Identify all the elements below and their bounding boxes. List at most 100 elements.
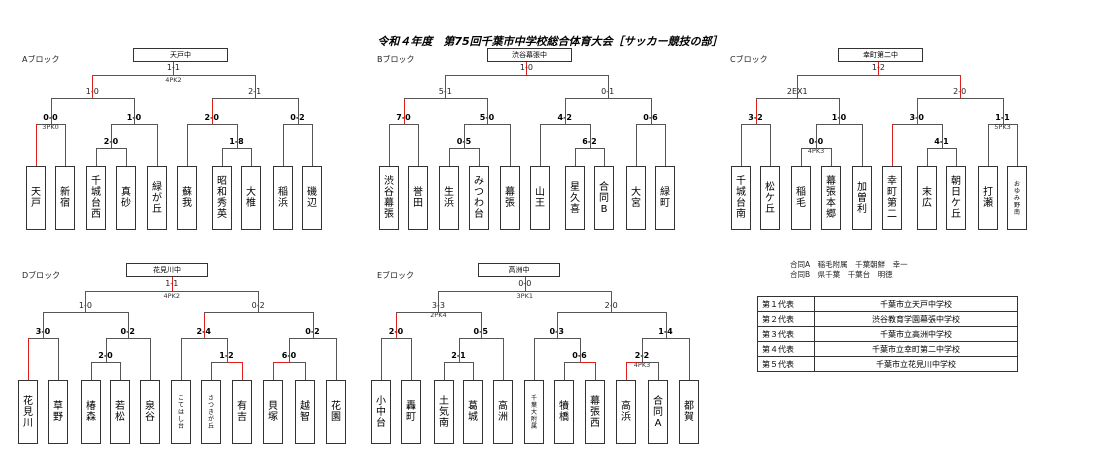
bracket-line xyxy=(105,338,150,339)
bracket-line xyxy=(43,312,44,338)
winner-path-b xyxy=(389,124,390,166)
bracket-line xyxy=(396,312,397,338)
bracket-line xyxy=(211,98,213,124)
bracket-line xyxy=(127,312,129,338)
r1-pk-e-3: 4PK3 xyxy=(633,361,651,369)
block-label-c: Cブロック xyxy=(730,55,768,64)
team-c-4: 幕 張 本 郷 xyxy=(821,166,841,230)
final-connector-e xyxy=(524,277,526,291)
team-e-6: 千 葉 大 附 属 xyxy=(524,380,544,444)
team-b-10: 緑 町 xyxy=(655,166,675,230)
bracket-line xyxy=(956,148,957,166)
final-connector-d xyxy=(171,277,173,291)
bracket-line xyxy=(289,362,305,363)
team-d-3: 椿 森 xyxy=(81,380,101,444)
final-score-b: 1-0 xyxy=(519,63,533,72)
team-b-1: 渋 谷 幕 張 xyxy=(379,166,399,230)
bracket-line xyxy=(579,362,595,363)
bracket-line xyxy=(411,338,412,380)
team-a-2: 新 宿 xyxy=(55,166,75,230)
team-d-2: 草 野 xyxy=(48,380,68,444)
representative-school: 千葉市立幸町第二中学校 xyxy=(814,341,1018,357)
bracket-line xyxy=(878,75,960,76)
representative-school: 千葉市立花見川中学校 xyxy=(814,356,1018,372)
bracket-line xyxy=(755,98,757,124)
bracket-line xyxy=(43,312,128,313)
bracket-line xyxy=(892,124,942,125)
bracket-line xyxy=(927,148,942,149)
bracket-line xyxy=(96,148,111,149)
bracket-line xyxy=(444,362,445,380)
block-winner-box-b: 渋谷幕張中 xyxy=(487,48,572,62)
bracket-line xyxy=(540,124,590,125)
bracket-line xyxy=(941,124,943,148)
bracket-line xyxy=(862,124,863,166)
bracket-line xyxy=(211,362,212,380)
bracket-line xyxy=(91,362,106,363)
final-score-d: 1-1 xyxy=(165,279,179,288)
team-d-6: こ て は し 台 xyxy=(171,380,191,444)
team-a-9: 稲 浜 xyxy=(273,166,293,230)
bracket-line xyxy=(458,338,460,362)
bracket-line xyxy=(626,362,642,363)
bracket-line xyxy=(575,148,590,149)
team-b-3: 生 浜 xyxy=(439,166,459,230)
team-a-3: 千 城 台 西 xyxy=(86,166,106,230)
bracket-line xyxy=(464,124,465,148)
bracket-line xyxy=(251,148,252,166)
bracket-line xyxy=(111,124,112,148)
team-a-5: 緑 が 丘 xyxy=(147,166,167,230)
bracket-line xyxy=(770,124,771,166)
bracket-line xyxy=(449,148,464,149)
team-d-4: 若 松 xyxy=(110,380,130,444)
block-label-a: Aブロック xyxy=(22,55,60,64)
team-c-2: 松 ケ 丘 xyxy=(760,166,780,230)
bracket-line xyxy=(458,338,503,339)
representative-rank: 第５代表 xyxy=(757,356,815,372)
block-winner-box-c: 幸町第二中 xyxy=(838,48,923,62)
representative-rank: 第４代表 xyxy=(757,341,815,357)
team-b-9: 大 宮 xyxy=(626,166,646,230)
block-winner-box-e: 高洲中 xyxy=(478,263,560,277)
team-e-5: 高 洲 xyxy=(493,380,513,444)
team-b-2: 誉 田 xyxy=(408,166,428,230)
bracket-line xyxy=(150,338,151,380)
bracket-line xyxy=(916,98,1003,99)
bracket-line xyxy=(173,75,255,76)
bracket-line xyxy=(941,148,956,149)
bracket-line xyxy=(120,362,121,380)
bracket-line xyxy=(564,98,566,124)
bracket-line xyxy=(403,98,487,99)
bracket-line xyxy=(381,338,382,380)
bracket-line xyxy=(642,338,643,362)
bracket-line xyxy=(85,291,172,292)
bracket-line xyxy=(816,148,831,149)
block-label-e: Eブロック xyxy=(377,271,415,280)
bracket-line xyxy=(636,124,637,166)
bracket-line xyxy=(755,98,839,99)
team-c-8: 朝 日 ケ 丘 xyxy=(946,166,966,230)
bracket-line xyxy=(92,75,94,98)
bracket-line xyxy=(589,148,604,149)
team-e-4: 葛 城 xyxy=(463,380,483,444)
bracket-line xyxy=(157,124,158,166)
team-e-10: 合 同 A xyxy=(648,380,668,444)
bracket-line xyxy=(741,124,742,166)
bracket-line xyxy=(927,148,928,166)
bracket-line xyxy=(595,362,596,380)
team-c-1: 千 城 台 南 xyxy=(731,166,751,230)
representative-school: 渋谷教育学園幕張中学校 xyxy=(814,311,1018,327)
qf-pk-c-4: 5PK3 xyxy=(994,123,1011,131)
bracket-line xyxy=(222,148,237,149)
final-score-e: 0-0 xyxy=(518,279,532,288)
bracket-line xyxy=(65,124,66,166)
bracket-line xyxy=(236,124,238,148)
bracket-line xyxy=(92,75,174,76)
representative-row: 第３代表千葉市立高洲中学校 xyxy=(757,326,1018,342)
bracket-line xyxy=(556,312,666,313)
bracket-line xyxy=(464,124,510,125)
bracket-line xyxy=(96,148,97,166)
winner-path-e xyxy=(503,338,504,380)
representative-school: 千葉市立高洲中学校 xyxy=(814,326,1018,342)
bracket-line xyxy=(534,338,535,380)
